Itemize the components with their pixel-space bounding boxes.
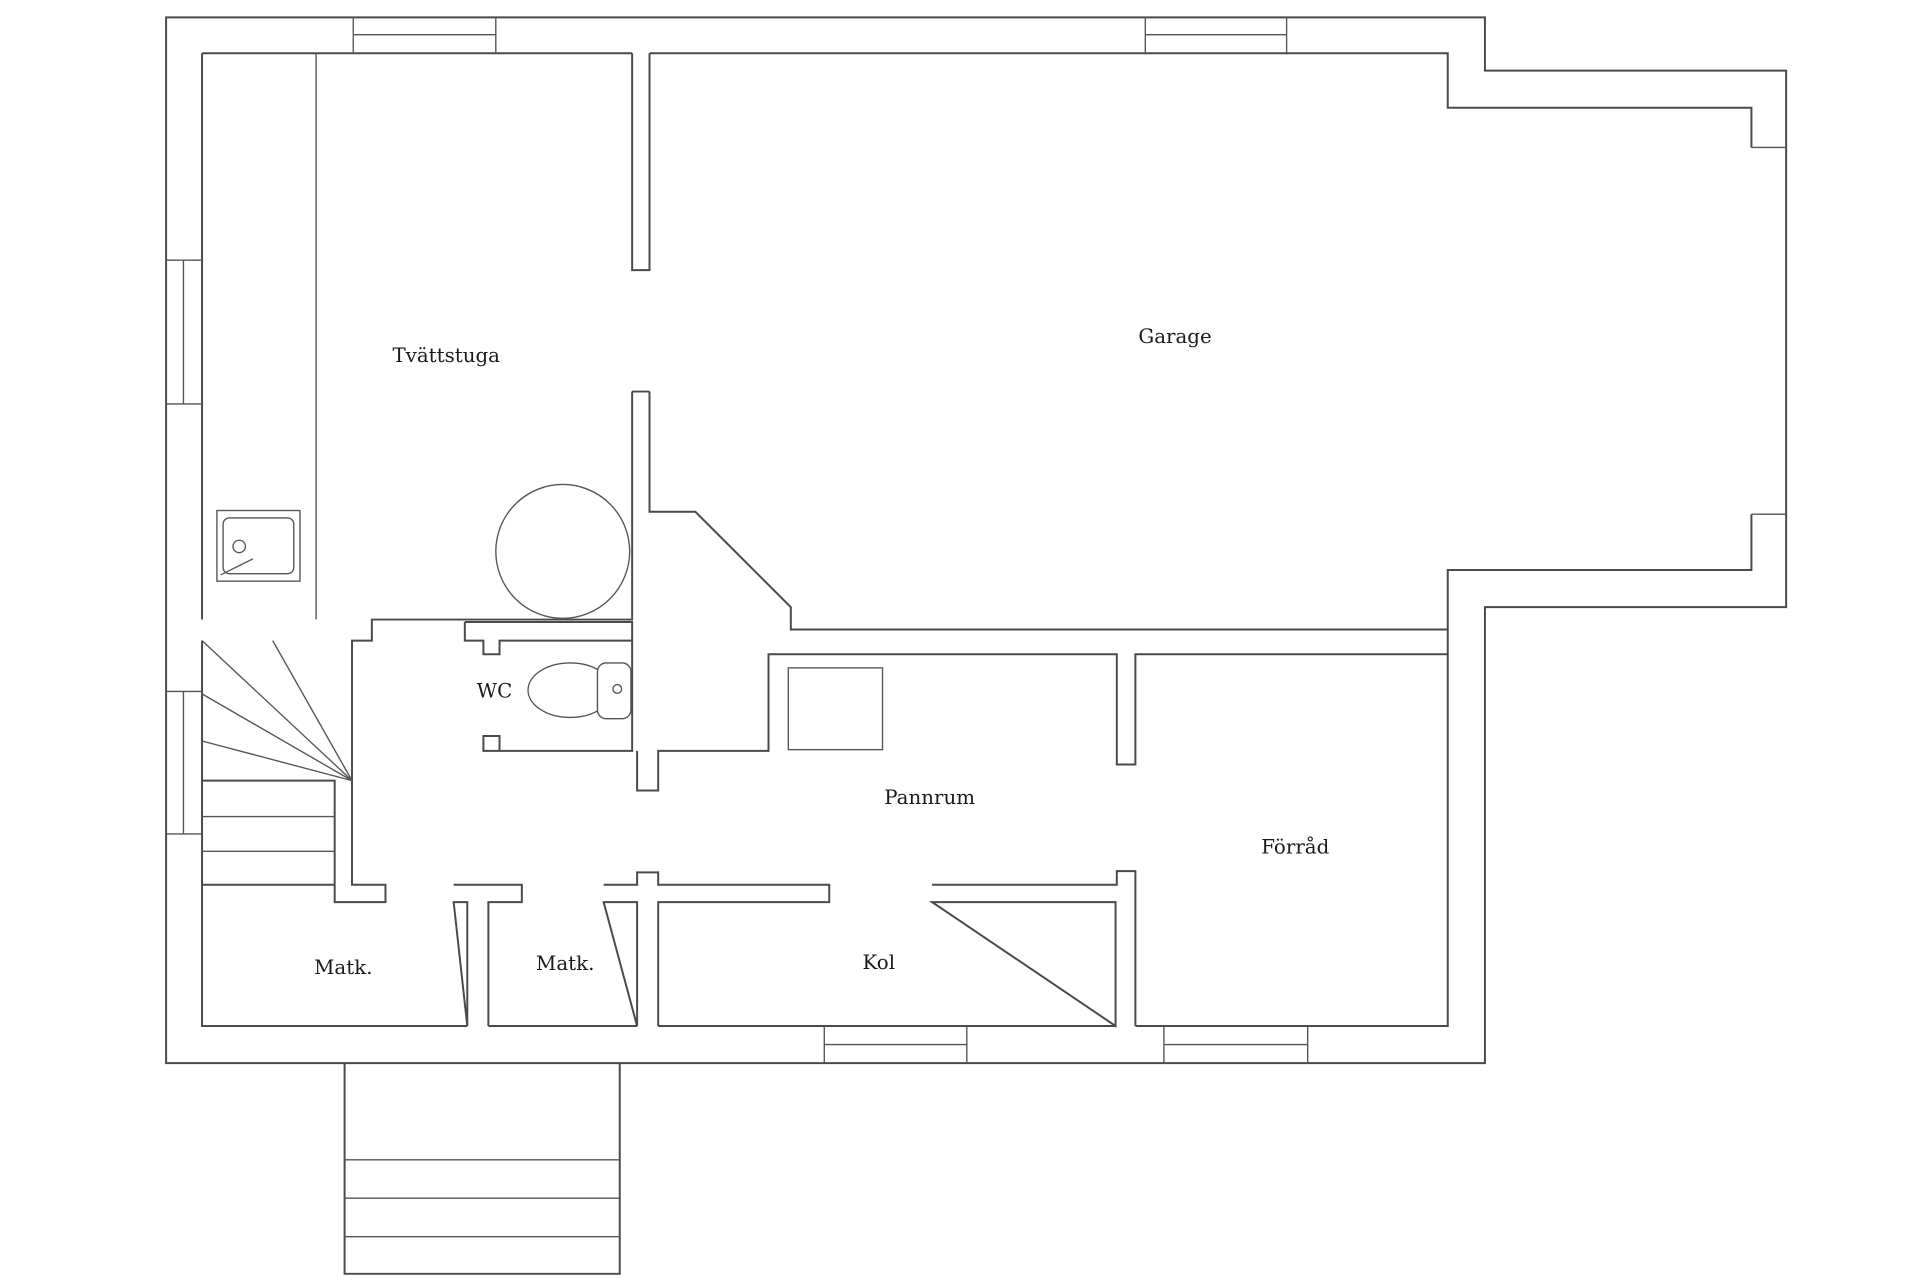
room-label-garage: Garage (1138, 325, 1211, 348)
room-label-matk-right: Matk. (536, 952, 594, 975)
room-label-tvattstuga: Tvättstuga (392, 344, 500, 367)
window-top-right (1144, 17, 1288, 54)
laundry-sink (216, 509, 301, 582)
outer-wall-outline (165, 16, 1788, 1065)
wall-wc (463, 621, 634, 752)
boiler-box (787, 667, 884, 751)
exterior-walls (165, 16, 1788, 1065)
interior-walls (202, 53, 1448, 1028)
room-label-pannrum: Pannrum (884, 786, 975, 809)
room-label-matk-left: Matk. (314, 956, 372, 979)
staircase (201, 640, 353, 852)
room-label-wc: WC (477, 680, 513, 703)
wall-pannrum-top (636, 653, 1448, 792)
window-bottom-kol (823, 1025, 968, 1064)
water-heater (495, 483, 631, 619)
window-left-lower (166, 690, 203, 835)
toilet (527, 662, 632, 720)
window-left-upper (166, 259, 203, 405)
room-label-forrad: Förråd (1261, 835, 1329, 859)
window-top-left (352, 17, 497, 54)
garage-door-jambs (1751, 146, 1787, 515)
inner-wall-outline (201, 52, 1753, 1027)
wall-laundry-garage (202, 53, 1448, 904)
wall-storage-row (202, 870, 1137, 1028)
room-label-kol: Kol (863, 951, 896, 974)
window-bottom-forrad (1163, 1025, 1309, 1064)
windows (166, 17, 1787, 1064)
room-labels: Tvättstuga Garage WC Pannrum Förråd Matk… (314, 325, 1329, 979)
entrance-steps (343, 1063, 621, 1275)
